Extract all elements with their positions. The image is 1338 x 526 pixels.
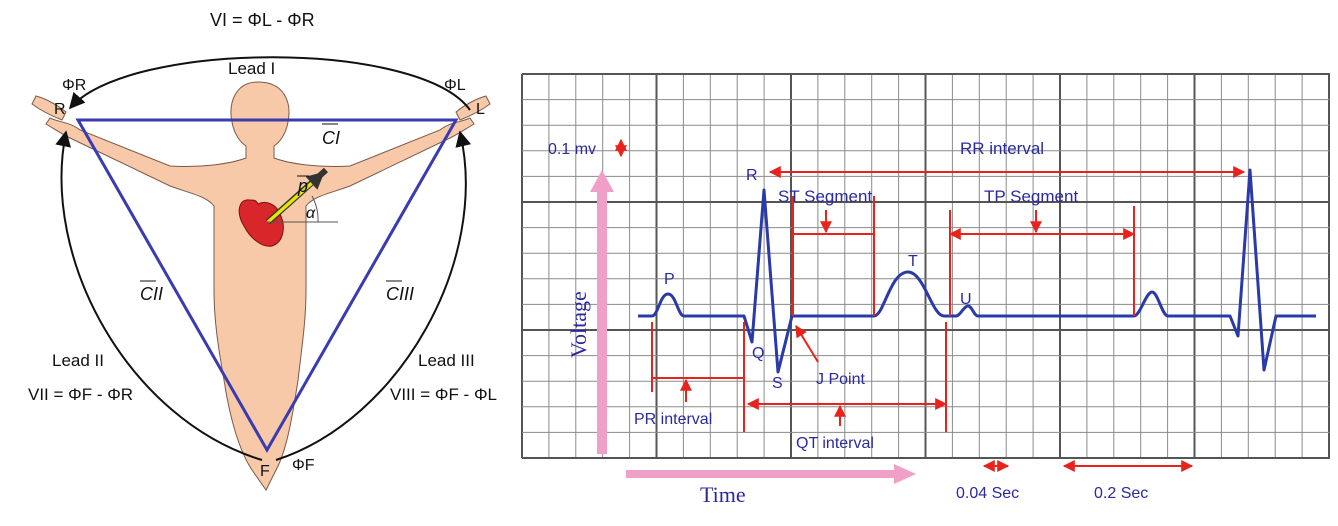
vector-C3-label: CIII [386,284,414,304]
lead2-formula: VII = ΦF - ΦR [28,385,133,404]
voltage-axis-label: Voltage [566,291,591,358]
phi-L-label: ΦL [444,77,466,94]
lead3-formula: VIII = ΦF - ΦL [390,385,497,404]
einthoven-panel: VI = ΦL - ΦR Lead I ΦR ΦL R L CI p α CII… [28,10,497,491]
scale-02-label: 0.2 Sec [1094,485,1148,502]
scale-mv-label: 0.1 mv [548,141,596,158]
ecg-trace [638,168,1316,374]
human-body-silhouette [45,81,475,491]
time-axis-label: Time [700,482,746,507]
vector-C1-label: CI [322,128,340,148]
rr-interval-label: RR interval [960,139,1044,158]
lead3-arc [275,130,472,461]
tp-segment-label: TP Segment [984,187,1078,206]
st-segment-label: ST Segment [778,187,872,206]
pr-interval-label: PR interval [634,411,712,428]
einthoven-triangle [75,118,459,454]
node-F-label: F [260,463,270,480]
vector-C2-label: CII [140,284,163,304]
node-L-label: L [476,101,485,118]
ecg-panel: Voltage Time 0.1 mv RR interval ST Segme… [521,73,1330,507]
lead2-arc [55,130,263,461]
voltage-axis-arrowhead [590,170,614,192]
wave-Q-label: Q [752,345,764,362]
lead1-label: Lead I [228,59,275,78]
voltage-axis-bar [597,190,607,454]
wave-U-label: U [960,291,972,308]
qt-interval-label: QT interval [796,435,874,452]
time-axis-bar [626,470,896,478]
time-axis-arrowhead [894,464,916,484]
wave-R-label: R [746,167,758,184]
phi-F-label: ΦF [292,457,315,474]
j-point-label: J Point [816,371,865,388]
j-point-pointer [795,324,819,363]
wave-P-label: P [664,271,675,288]
left-hand [455,95,491,121]
dipole-vector-fill [266,171,325,224]
right-hand [31,95,67,121]
vector-p-label: p [297,176,308,196]
lead1-formula: VI = ΦL - ΦR [210,10,315,30]
angle-alpha-label: α [306,205,316,222]
heart-shape [238,199,284,247]
ecg-grid [521,73,1330,459]
scale-004-label: 0.04 Sec [956,485,1019,502]
lead2-label: Lead II [52,351,104,370]
node-R-label: R [54,101,66,118]
angle-arc [311,195,319,223]
lead1-arc [68,56,471,111]
phi-R-label: ΦR [62,77,86,94]
lead3-label: Lead III [418,351,475,370]
wave-T-label: T [908,253,918,270]
wave-S-label: S [772,375,783,392]
